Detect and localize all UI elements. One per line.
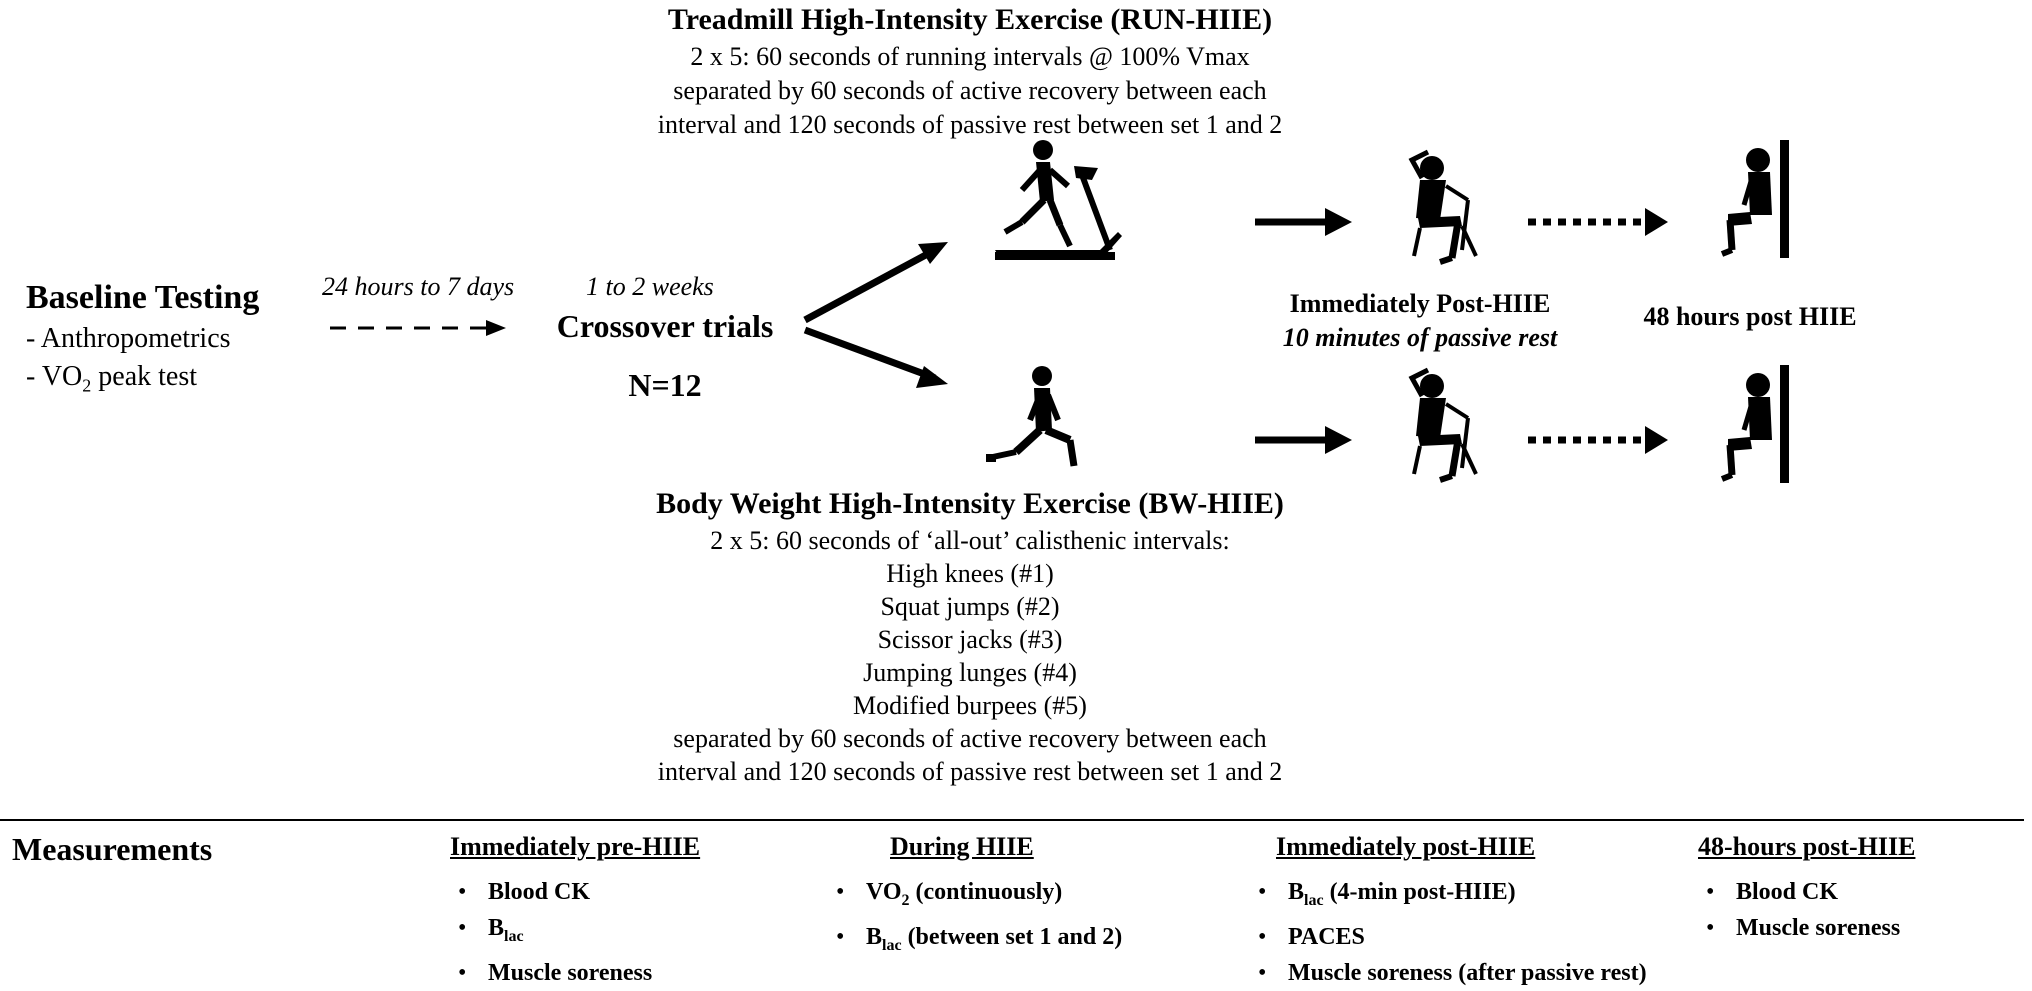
dashed-arrow-baseline xyxy=(330,320,506,336)
run-hiie-block: Treadmill High-Intensity Exercise (RUN-H… xyxy=(560,0,1380,142)
arrow-run-to-post xyxy=(1255,208,1352,236)
bw-hiie-line: Jumping lunges (#4) xyxy=(863,658,1077,687)
measure-item: VO2 (continuously) xyxy=(828,874,1208,919)
bw-hiie-line: interval and 120 seconds of passive rest… xyxy=(657,757,1283,786)
measure-heading: During HIIE xyxy=(890,832,1034,861)
baseline-item: - VO2 peak test xyxy=(26,361,198,396)
lunge-figure-icon xyxy=(986,366,1078,467)
post-immediate-title: Immediately Post-HIIE xyxy=(1289,289,1551,318)
measure-item: PACES xyxy=(1250,919,1720,955)
baseline-title: Baseline Testing xyxy=(26,279,260,316)
wall-sit-icon xyxy=(1720,140,1789,258)
dotted-arrow-run-to-48h xyxy=(1528,208,1668,236)
measure-col-pre: Immediately pre-HIIE Blood CK Blac Muscl… xyxy=(450,832,750,991)
sample-size: N=12 xyxy=(628,367,702,403)
measure-item: Muscle soreness xyxy=(450,955,750,991)
arrow-bw-to-post xyxy=(1255,426,1352,454)
dotted-arrow-bw-to-48h xyxy=(1528,426,1668,454)
seated-rest-icon xyxy=(1408,149,1478,265)
run-hiie-title: Treadmill High-Intensity Exercise (RUN-H… xyxy=(667,3,1273,36)
arrow-to-bw xyxy=(803,326,948,388)
measure-item: Muscle soreness (after passive rest) xyxy=(1250,955,1720,991)
measure-item: Blood CK xyxy=(1698,874,2008,910)
wall-sit-icon xyxy=(1720,365,1789,483)
post-immediate-subtitle: 10 minutes of passive rest xyxy=(1282,323,1558,352)
measure-item: Blac xyxy=(450,910,750,955)
run-hiie-line: interval and 120 seconds of passive rest… xyxy=(657,110,1283,139)
bw-hiie-title: Body Weight High-Intensity Exercise (BW-… xyxy=(656,487,1284,520)
post-immediate-block: Immediately Post-HIIE 10 minutes of pass… xyxy=(1250,287,1590,355)
bw-hiie-line: separated by 60 seconds of active recove… xyxy=(673,724,1267,753)
run-hiie-line: 2 x 5: 60 seconds of running intervals @… xyxy=(690,42,1250,71)
measure-item: Muscle soreness xyxy=(1698,910,2008,946)
treadmill-runner-icon xyxy=(995,140,1122,260)
crossover-title: Crossover trials xyxy=(556,308,774,344)
measure-col-during: During HIIE VO2 (continuously) Blac (bet… xyxy=(828,832,1208,964)
measure-item: Blac (4-min post-HIIE) xyxy=(1250,874,1720,919)
measure-heading: Immediately pre-HIIE xyxy=(450,832,701,861)
measure-heading: Immediately post-HIIE xyxy=(1276,832,1536,861)
measure-col-post: Immediately post-HIIE Blac (4-min post-H… xyxy=(1250,832,1720,991)
arrow-to-run xyxy=(803,242,948,324)
bw-hiie-line: Modified burpees (#5) xyxy=(853,691,1087,720)
bw-hiie-line: 2 x 5: 60 seconds of ‘all-out’ calisthen… xyxy=(710,526,1230,555)
bw-hiie-line: Scissor jacks (#3) xyxy=(877,625,1063,654)
bw-hiie-line: Squat jumps (#2) xyxy=(880,592,1060,621)
baseline-item: - Anthropometrics xyxy=(26,323,231,354)
post-48h-title: 48 hours post HIIE xyxy=(1643,302,1857,331)
measure-item: Blood CK xyxy=(450,874,750,910)
seated-rest-icon xyxy=(1408,367,1478,483)
measure-heading: 48-hours post-HIIE xyxy=(1698,832,1916,861)
bw-hiie-block: Body Weight High-Intensity Exercise (BW-… xyxy=(560,484,1380,788)
measure-item: Blac (between set 1 and 2) xyxy=(828,919,1208,964)
bw-hiie-line: High knees (#1) xyxy=(886,559,1054,588)
baseline-block: Baseline Testing - Anthropometrics - VO2… xyxy=(26,276,326,405)
measurements-title: Measurements xyxy=(12,831,213,867)
timing-label-first: 24 hours to 7 days xyxy=(322,272,515,301)
measure-col-48h: 48-hours post-HIIE Blood CK Muscle soren… xyxy=(1698,832,2008,946)
run-hiie-line: separated by 60 seconds of active recove… xyxy=(673,76,1267,105)
timing-label-second: 1 to 2 weeks xyxy=(586,272,714,301)
